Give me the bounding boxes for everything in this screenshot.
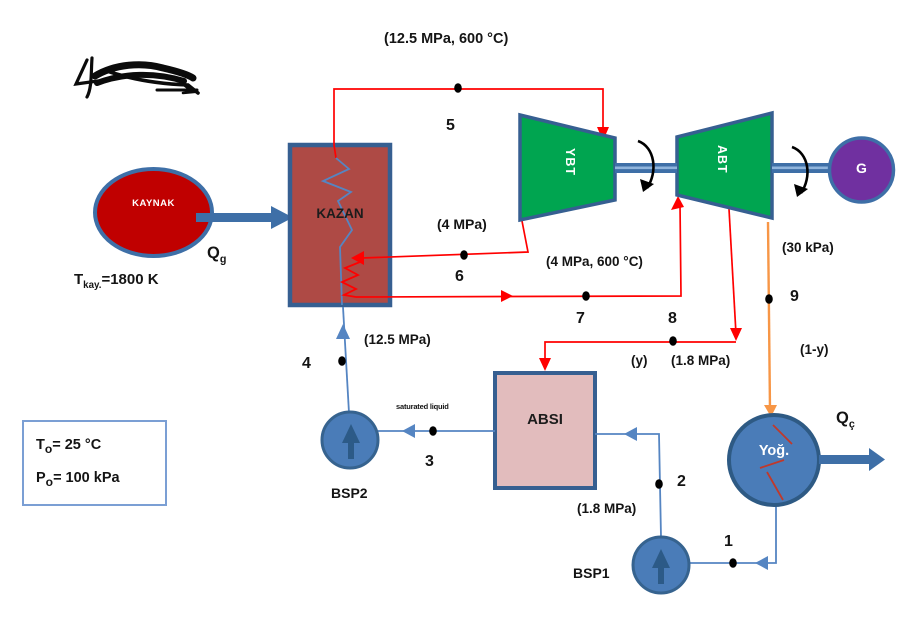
hot-reheat-line [355,203,682,298]
condenser-pressure-label: (30 kPa) [782,240,834,255]
state-dot-6 [460,250,468,260]
extraction-corner-arrowhead [730,328,742,341]
line1-arrowhead [755,556,768,570]
extraction-line-vertical [728,208,737,335]
handwritten-scribble [73,56,200,99]
state-label-9: 9 [790,288,799,305]
state-dot-4 [338,356,346,366]
qg-label: Qg [207,244,227,266]
qc-heat-arrow [819,448,885,471]
state-dot-8 [669,336,677,346]
source-temp-label: Tkay.=1800 K [74,271,159,291]
kaynak-label: KAYNAK [132,198,175,209]
bsp2-label: BSP2 [331,485,368,501]
absi-label: ABSI [527,411,563,428]
state-dot-9 [765,294,773,304]
absi-inlet-arrowhead [539,358,551,371]
ybt-exit-pressure-label: (4 MPa) [437,216,487,232]
feed-pressure-label: (12.5 MPa) [364,332,431,347]
ybt-turbine [518,112,617,223]
reheat-inlet-arrowhead [351,251,364,265]
fraction-y-label: (y) [631,353,648,368]
state-dot-3 [429,426,437,436]
exhaust-line [766,221,772,411]
extraction-pressure-label: (1.8 MPa) [671,353,731,368]
state-label-1: 1 [724,533,733,550]
kazan-label: KAZAN [316,206,364,221]
condenser-inlet-arrowhead [764,405,777,417]
state-dot-5 [454,83,462,93]
bsp1-pump [631,535,691,595]
fraction-1y-label: (1-y) [800,342,829,357]
rotation-arrow-1 [637,139,655,192]
reheat-outlet-label: (4 MPa, 600 °C) [546,254,643,269]
state-dot-7 [582,291,590,301]
saturated-liquid-label: saturated liquid [396,402,449,411]
shaft-abt-generator [772,163,830,173]
state-label-4: 4 [302,355,311,372]
state-label-8: 8 [668,310,677,327]
pump1-exit-pressure-label: (1.8 MPa) [577,501,637,516]
hot-reheat-mid-arrowhead [501,290,513,302]
condenser-circle [727,413,821,507]
environment-conditions-box: To= 25 °C Po= 100 kPa [22,420,167,506]
bsp1-to-absi-line [595,433,662,538]
ybt-label: YBT [562,148,577,176]
kaynak-source-ellipse [93,167,214,258]
state-label-3: 3 [425,453,434,470]
feedwater-line [342,306,350,414]
condenser-to-bsp1-line [690,504,777,564]
qc-label: Qç [836,409,855,431]
line2-arrowhead [624,427,637,441]
shaft-ybt-abt [615,163,677,173]
absi-heater-box [493,371,597,490]
bsp1-label: BSP1 [573,565,610,581]
line3-arrowhead [402,424,415,438]
main-steam-line [333,88,604,159]
generator-circle [827,136,896,204]
reheater-zigzag [339,261,361,298]
state-label-6: 6 [455,268,464,285]
state-label-5: 5 [446,117,455,134]
kazan-boiler-box [287,142,393,308]
abt-inlet-arrowhead [671,196,684,210]
generator-label: G [856,160,867,176]
state-label-2: 2 [677,473,686,490]
boiler-coil-zigzag [320,157,354,306]
state-label-7: 7 [576,310,585,327]
boiler-outlet-label: (12.5 MPa, 600 °C) [384,31,509,47]
state-dot-2 [655,479,663,489]
ambient-pressure: Po= 100 kPa [36,470,120,490]
feedwater-arrowhead [336,324,350,339]
abt-label: ABT [714,145,729,174]
abt-turbine [675,110,774,221]
condenser-label: Yoğ. [758,443,790,459]
cold-reheat-line [361,220,530,259]
bsp2-pump [320,410,380,470]
state-point-dots [338,83,773,568]
rotation-arrow-2 [791,145,809,197]
qg-heat-arrow [196,206,293,229]
state-dot-1 [729,558,737,568]
ambient-temperature: To= 25 °C [36,436,102,456]
